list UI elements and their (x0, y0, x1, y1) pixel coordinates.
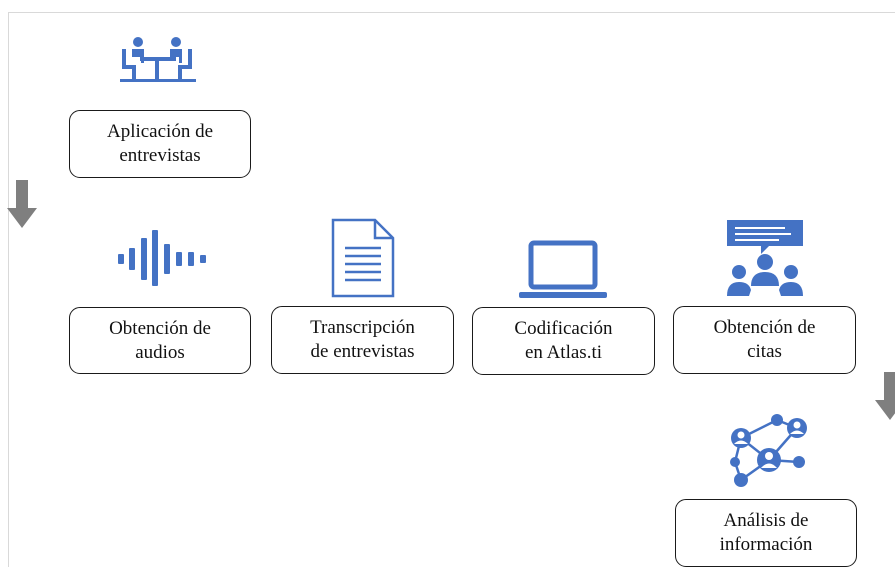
arrow-down-icon (7, 180, 37, 228)
step-label: Aplicación de entrevistas (106, 121, 214, 166)
step-obtencion-audios: Obtención de audios (69, 307, 251, 374)
step-analisis-informacion: Análisis de información (675, 499, 857, 567)
group-chat-icon (727, 220, 803, 296)
audio-wave-icon (118, 230, 206, 286)
document-icon (331, 218, 395, 298)
step-label: Obtención de audios (109, 317, 211, 363)
step-aplicacion-entrevistas: Aplicación de entrevistas (69, 110, 251, 178)
interview-icon (120, 37, 196, 82)
arrow-down-icon (875, 372, 895, 420)
diagram-frame (8, 12, 895, 567)
step-transcripcion-entrevistas: Transcripción de entrevistas (271, 306, 454, 374)
step-label: Transcripción de entrevistas (310, 317, 415, 362)
step-obtencion-citas: Obtención de citas (673, 306, 856, 374)
network-icon (730, 414, 807, 487)
step-label: Codificación en Atlas.ti (514, 318, 613, 363)
step-label: Obtención de citas (713, 317, 816, 362)
step-label: Análisis de información (719, 510, 813, 555)
step-codificacion-atlas: Codificación en Atlas.ti (472, 307, 655, 375)
laptop-icon (519, 240, 607, 298)
